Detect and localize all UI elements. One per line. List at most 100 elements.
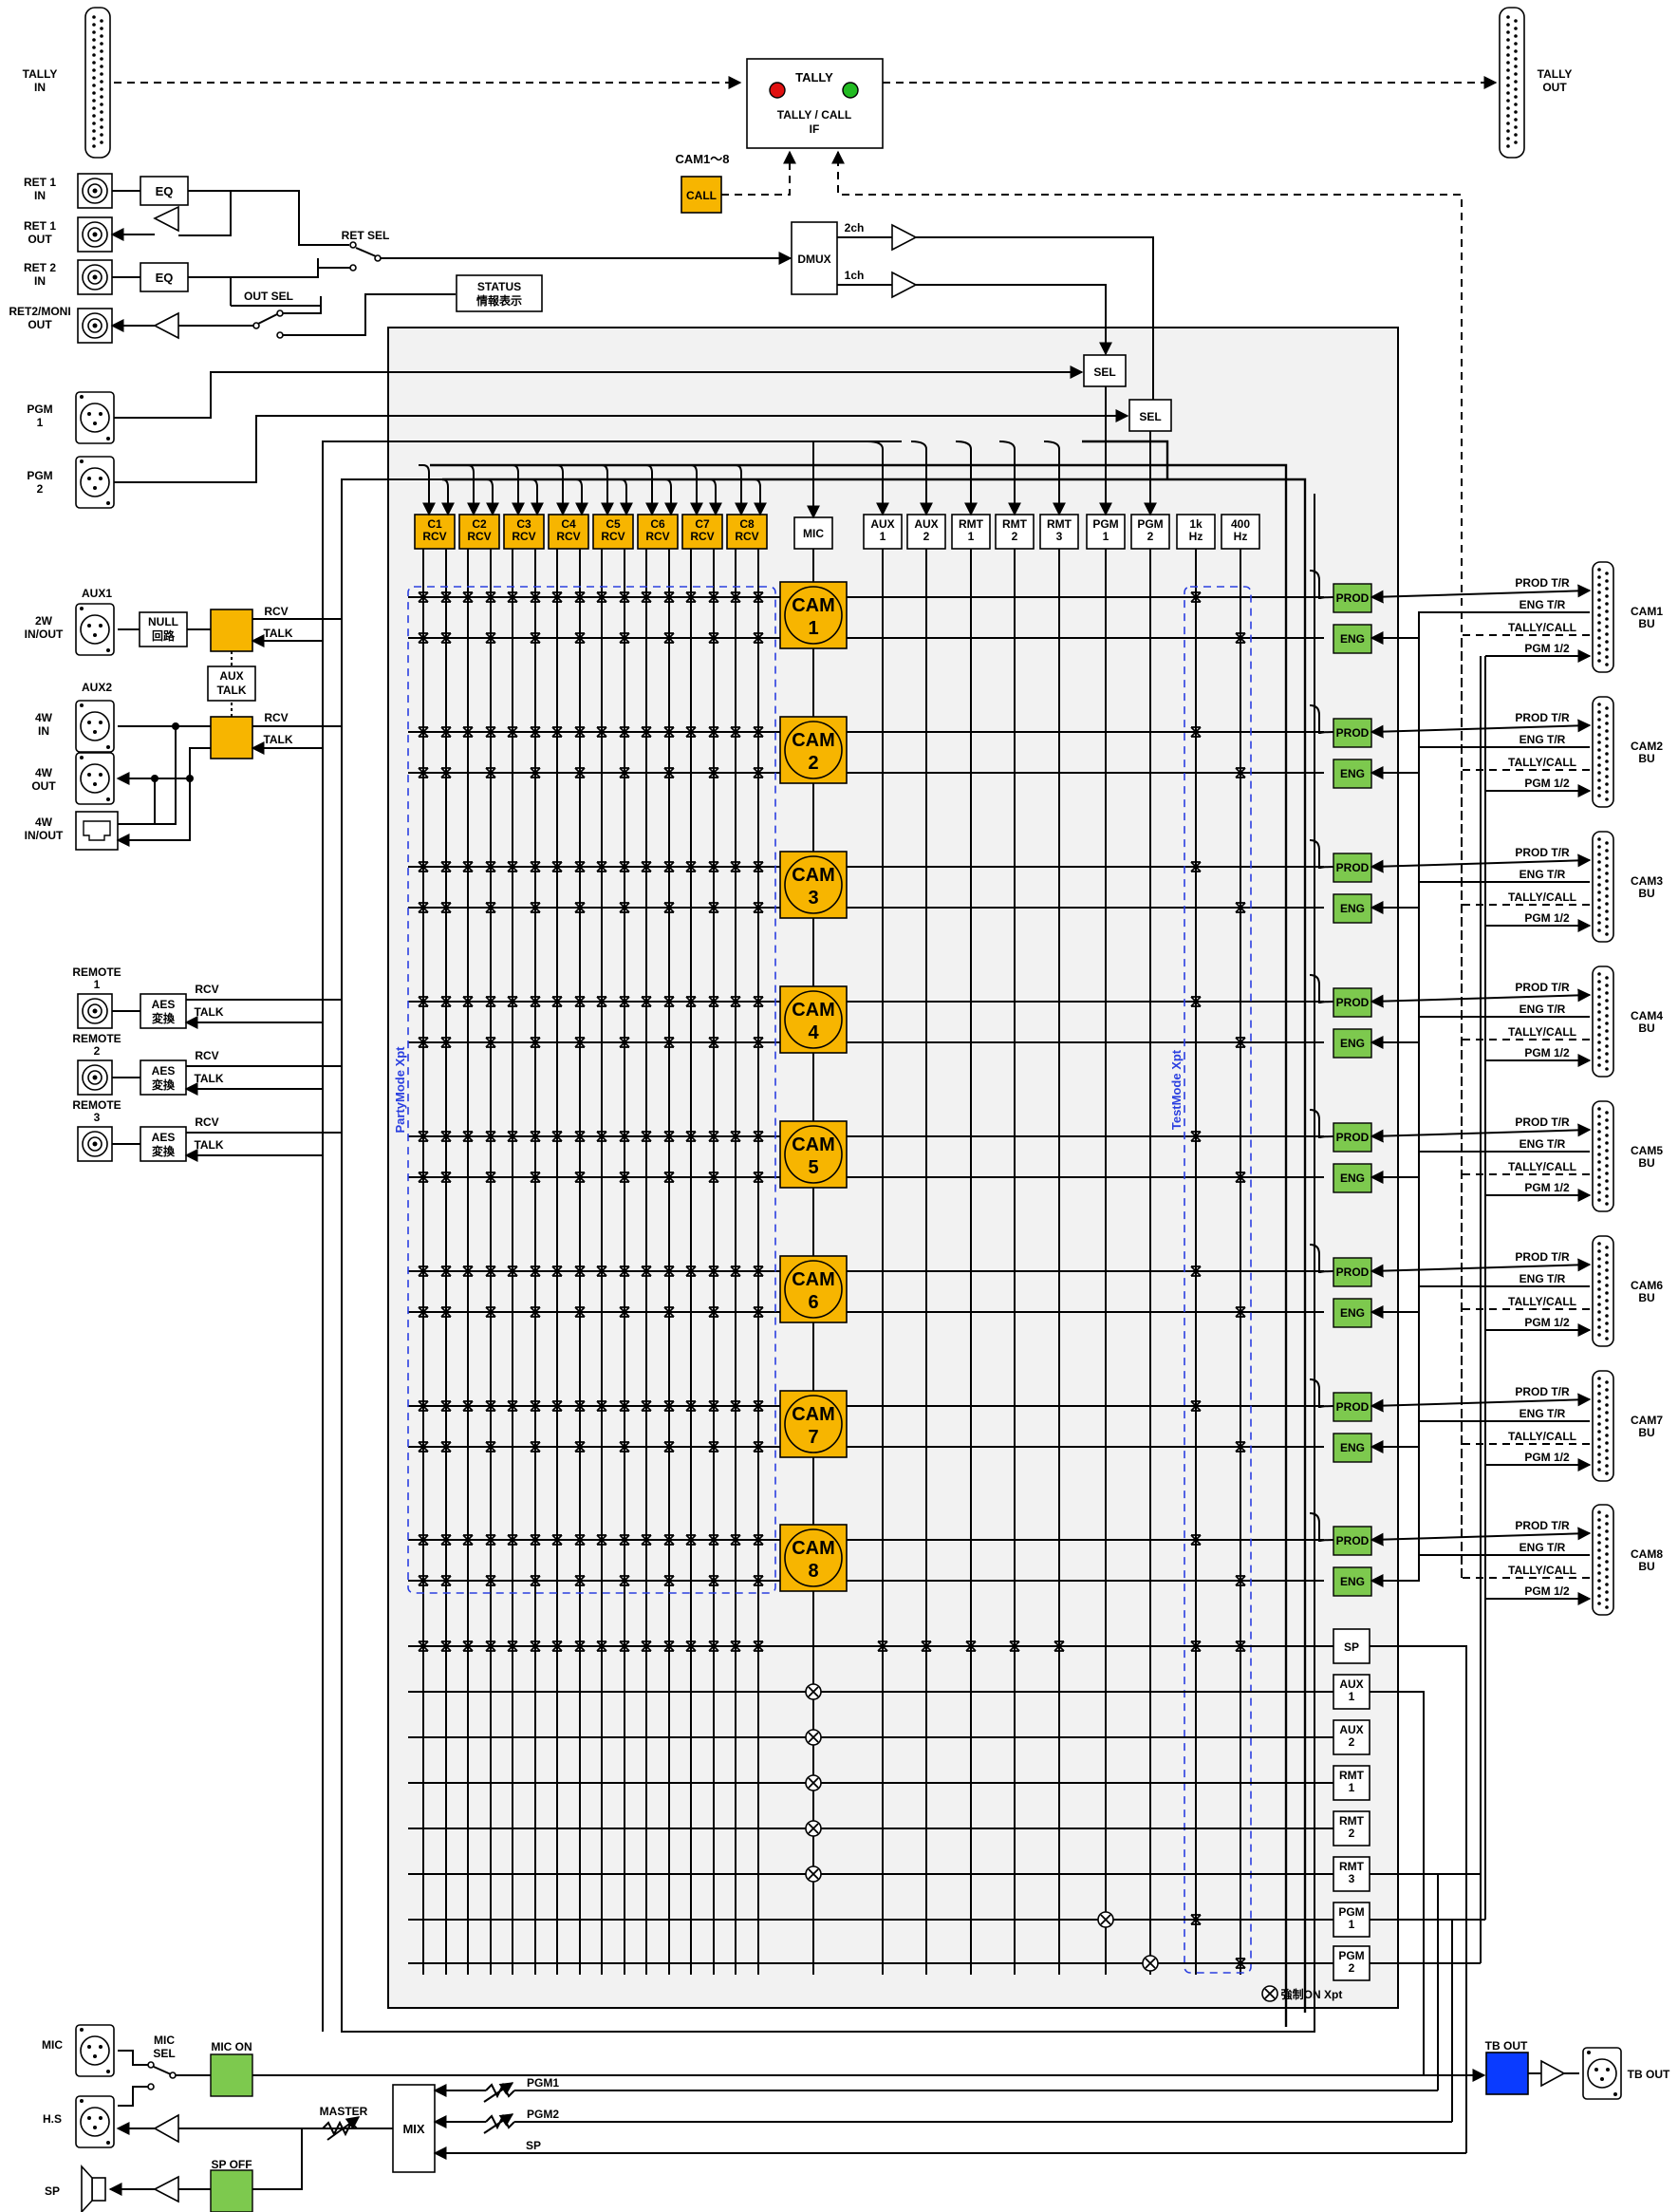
crosspoint-mark[interactable] bbox=[530, 767, 541, 778]
crosspoint-mark[interactable] bbox=[663, 632, 675, 644]
crosspoint-mark[interactable] bbox=[507, 1534, 518, 1546]
crosspoint-mark[interactable] bbox=[596, 591, 607, 603]
crosspoint-mark[interactable] bbox=[440, 632, 452, 644]
crosspoint-mark[interactable] bbox=[663, 726, 675, 738]
mic-on-button[interactable] bbox=[210, 2053, 253, 2097]
crosspoint-mark[interactable] bbox=[619, 902, 630, 913]
crosspoint-mark[interactable] bbox=[753, 1400, 764, 1412]
crosspoint-mark[interactable] bbox=[440, 1131, 452, 1142]
crosspoint-mark[interactable] bbox=[485, 902, 496, 913]
crosspoint-mark[interactable] bbox=[619, 1306, 630, 1318]
crosspoint-mark[interactable] bbox=[753, 1441, 764, 1453]
crosspoint-mark[interactable] bbox=[462, 996, 474, 1007]
crosspoint-mark[interactable] bbox=[440, 767, 452, 778]
crosspoint-mark[interactable] bbox=[574, 1534, 586, 1546]
crosspoint-mark[interactable] bbox=[574, 726, 586, 738]
sp-off-button[interactable] bbox=[210, 2169, 253, 2212]
crosspoint-mark[interactable] bbox=[619, 591, 630, 603]
crosspoint-mark[interactable] bbox=[708, 1441, 719, 1453]
crosspoint-mark[interactable] bbox=[730, 1400, 741, 1412]
crosspoint-mark[interactable] bbox=[507, 591, 518, 603]
crosspoint-mark[interactable] bbox=[708, 1400, 719, 1412]
crosspoint-mark[interactable] bbox=[708, 1265, 719, 1277]
crosspoint-mark[interactable] bbox=[418, 1640, 429, 1652]
crosspoint-mark[interactable] bbox=[1235, 1575, 1246, 1586]
crosspoint-mark[interactable] bbox=[418, 1575, 429, 1586]
crosspoint-mark[interactable] bbox=[418, 1441, 429, 1453]
crosspoint-mark[interactable] bbox=[730, 1640, 741, 1652]
crosspoint-mark[interactable] bbox=[685, 726, 697, 738]
crosspoint-mark[interactable] bbox=[730, 726, 741, 738]
crosspoint-mark[interactable] bbox=[485, 1172, 496, 1183]
crosspoint-mark[interactable] bbox=[574, 767, 586, 778]
crosspoint-mark[interactable] bbox=[753, 632, 764, 644]
crosspoint-mark[interactable] bbox=[753, 861, 764, 872]
crosspoint-mark[interactable] bbox=[753, 767, 764, 778]
crosspoint-mark[interactable] bbox=[1235, 1640, 1246, 1652]
crosspoint-mark[interactable] bbox=[753, 1172, 764, 1183]
crosspoint-mark[interactable] bbox=[530, 1265, 541, 1277]
crosspoint-mark[interactable] bbox=[418, 1131, 429, 1142]
crosspoint-mark[interactable] bbox=[485, 1534, 496, 1546]
crosspoint-mark[interactable] bbox=[530, 1441, 541, 1453]
crosspoint-mark[interactable] bbox=[753, 902, 764, 913]
crosspoint-mark[interactable] bbox=[619, 1131, 630, 1142]
crosspoint-mark[interactable] bbox=[574, 1037, 586, 1048]
crosspoint-mark[interactable] bbox=[685, 1640, 697, 1652]
crosspoint-mark[interactable] bbox=[753, 1306, 764, 1318]
crosspoint-mark[interactable] bbox=[418, 1306, 429, 1318]
crosspoint-mark[interactable] bbox=[753, 1037, 764, 1048]
crosspoint-mark[interactable] bbox=[619, 1265, 630, 1277]
crosspoint-mark[interactable] bbox=[1190, 1534, 1202, 1546]
crosspoint-mark[interactable] bbox=[551, 591, 563, 603]
crosspoint-mark[interactable] bbox=[418, 632, 429, 644]
crosspoint-mark[interactable] bbox=[753, 1534, 764, 1546]
crosspoint-mark[interactable] bbox=[440, 1575, 452, 1586]
crosspoint-mark[interactable] bbox=[641, 996, 652, 1007]
crosspoint-mark[interactable] bbox=[462, 1640, 474, 1652]
crosspoint-mark[interactable] bbox=[530, 1575, 541, 1586]
crosspoint-mark[interactable] bbox=[485, 632, 496, 644]
crosspoint-mark[interactable] bbox=[418, 767, 429, 778]
crosspoint-mark[interactable] bbox=[663, 591, 675, 603]
crosspoint-mark[interactable] bbox=[708, 996, 719, 1007]
crosspoint-mark[interactable] bbox=[1009, 1640, 1020, 1652]
crosspoint-mark[interactable] bbox=[708, 1306, 719, 1318]
crosspoint-mark[interactable] bbox=[440, 1037, 452, 1048]
crosspoint-mark[interactable] bbox=[418, 1265, 429, 1277]
crosspoint-mark[interactable] bbox=[708, 591, 719, 603]
crosspoint-mark[interactable] bbox=[530, 726, 541, 738]
crosspoint-mark[interactable] bbox=[507, 1400, 518, 1412]
crosspoint-mark[interactable] bbox=[1235, 1958, 1246, 1969]
crosspoint-mark[interactable] bbox=[641, 1400, 652, 1412]
crosspoint-mark[interactable] bbox=[1190, 861, 1202, 872]
crosspoint-mark[interactable] bbox=[530, 902, 541, 913]
crosspoint-mark[interactable] bbox=[485, 1400, 496, 1412]
ret-sel-switch-icon[interactable] bbox=[355, 247, 377, 257]
crosspoint-mark[interactable] bbox=[530, 1534, 541, 1546]
crosspoint-mark[interactable] bbox=[530, 1172, 541, 1183]
crosspoint-mark[interactable] bbox=[440, 1306, 452, 1318]
crosspoint-mark[interactable] bbox=[1190, 1131, 1202, 1142]
crosspoint-mark[interactable] bbox=[574, 1172, 586, 1183]
crosspoint-mark[interactable] bbox=[440, 1534, 452, 1546]
crosspoint-mark[interactable] bbox=[663, 1172, 675, 1183]
crosspoint-mark[interactable] bbox=[1235, 1172, 1246, 1183]
crosspoint-mark[interactable] bbox=[708, 1172, 719, 1183]
crosspoint-mark[interactable] bbox=[753, 591, 764, 603]
crosspoint-mark[interactable] bbox=[1190, 996, 1202, 1007]
crosspoint-mark[interactable] bbox=[530, 1037, 541, 1048]
crosspoint-mark[interactable] bbox=[551, 1400, 563, 1412]
crosspoint-mark[interactable] bbox=[663, 1534, 675, 1546]
crosspoint-mark[interactable] bbox=[440, 861, 452, 872]
crosspoint-mark[interactable] bbox=[440, 1265, 452, 1277]
crosspoint-mark[interactable] bbox=[574, 632, 586, 644]
crosspoint-mark[interactable] bbox=[551, 996, 563, 1007]
crosspoint-mark[interactable] bbox=[418, 1400, 429, 1412]
crosspoint-mark[interactable] bbox=[708, 1575, 719, 1586]
call-button[interactable] bbox=[681, 176, 722, 214]
crosspoint-mark[interactable] bbox=[574, 1640, 586, 1652]
crosspoint-mark[interactable] bbox=[462, 1400, 474, 1412]
crosspoint-mark[interactable] bbox=[619, 861, 630, 872]
crosspoint-mark[interactable] bbox=[507, 996, 518, 1007]
